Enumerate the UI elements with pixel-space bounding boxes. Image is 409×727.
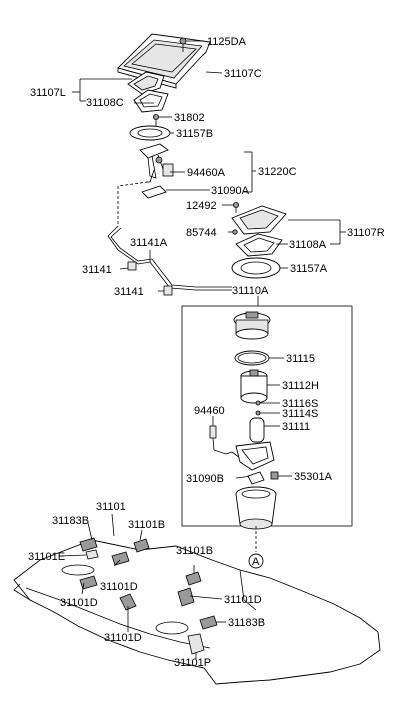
label-31141-lower: 31141 xyxy=(114,286,144,298)
label-31111: 31111 xyxy=(282,421,310,433)
label-31157b: 31157B xyxy=(176,128,213,140)
label-31101b-top: 31101B xyxy=(128,519,165,531)
label-1125da: 1125DA xyxy=(207,36,247,48)
fuel-tank xyxy=(13,539,381,685)
filter-31112h xyxy=(240,369,280,404)
plate-31107r xyxy=(231,205,287,235)
label-31116s: 31116S xyxy=(282,398,318,410)
label-31108c: 31108C xyxy=(86,97,124,109)
label-31115: 31115 xyxy=(286,353,315,365)
label-31107r: 31107R xyxy=(347,227,385,239)
label-94460: 94460 xyxy=(194,405,225,417)
label-31141a: 31141A xyxy=(130,237,168,249)
label-31101d-left: 31101D xyxy=(60,597,98,609)
wiring-94460 xyxy=(209,416,241,459)
pump-reservoir xyxy=(235,486,277,530)
clip-31090b xyxy=(247,471,265,485)
ring-31157b xyxy=(129,125,174,141)
tank-pads xyxy=(79,537,218,655)
bracket-31107l xyxy=(72,78,132,102)
label-31141-upper: 31141 xyxy=(82,264,112,276)
gasket-31108c xyxy=(133,89,169,113)
label-31090a: 31090A xyxy=(211,185,250,197)
label-31110a: 31110A xyxy=(232,285,269,297)
label-31090b: 31090B xyxy=(186,473,224,485)
label-12492: 12492 xyxy=(186,200,217,212)
pump-flange xyxy=(233,311,271,340)
screw-12492 xyxy=(222,201,239,213)
label-31220c: 31220C xyxy=(258,166,297,178)
ring-31157a xyxy=(231,257,288,279)
part-labels: 1125DA 31107C 31107L 31108C 31802 31157B… xyxy=(28,36,385,669)
o-ring-31115 xyxy=(234,350,284,366)
label-31107l: 31107L xyxy=(30,87,66,99)
label-31108a: 31108A xyxy=(289,239,327,251)
pump-motor-31111 xyxy=(249,417,280,443)
label-31101p: 31101P xyxy=(174,657,211,669)
label-31183b-bottom: 31183B xyxy=(228,617,265,629)
gasket-31108a xyxy=(235,233,283,257)
label-31107c: 31107C xyxy=(224,68,262,80)
label-35301a: 35301A xyxy=(294,471,333,483)
label-31101d-center: 31101D xyxy=(100,581,138,593)
reference-a-marker xyxy=(248,553,264,569)
label-31101: 31101 xyxy=(96,501,126,513)
label-31101b-right: 31101B xyxy=(176,545,213,557)
label-31101d-bottom: 31101D xyxy=(104,632,142,644)
label-94460a: 94460A xyxy=(187,167,226,179)
label-31183b-top: 31183B xyxy=(52,515,89,527)
label-31802: 31802 xyxy=(174,112,205,124)
cover-plate-31107c xyxy=(117,33,211,89)
small-plate xyxy=(127,71,165,95)
bracket-31090b xyxy=(235,441,275,479)
label-31157a: 31157A xyxy=(290,263,328,275)
label-ref-a: A xyxy=(252,556,260,568)
label-31101d-right: 31101D xyxy=(224,594,262,606)
label-31114s: 31114S xyxy=(282,408,318,420)
sender-unit-31220c xyxy=(117,143,174,226)
label-85744: 85744 xyxy=(186,227,217,239)
screw-31802 xyxy=(152,114,172,126)
label-31101e: 31101E xyxy=(28,551,65,563)
label-31112h: 31112H xyxy=(282,380,319,392)
clip-85744 xyxy=(228,229,238,235)
fuel-hose-31141a xyxy=(107,225,232,296)
sensor-35301a xyxy=(270,471,292,480)
